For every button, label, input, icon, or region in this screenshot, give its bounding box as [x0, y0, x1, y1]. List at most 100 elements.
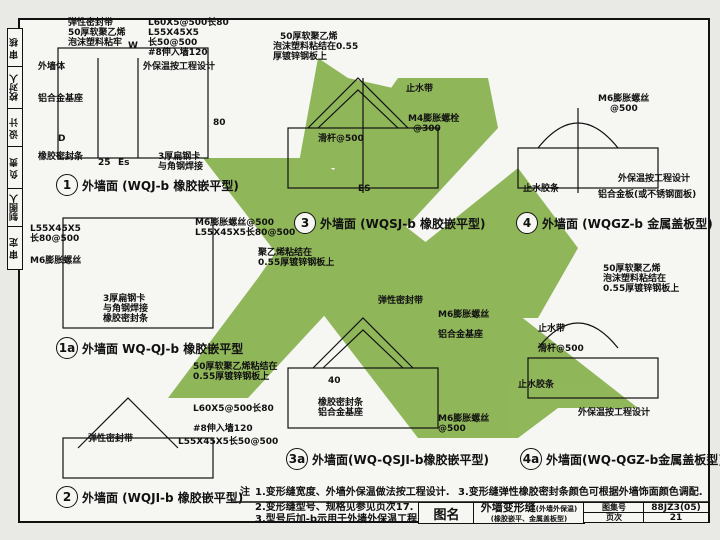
annotation: 弹性密封带 [88, 434, 134, 444]
annotation: 与角钢焊接 [103, 304, 149, 314]
annotation: M6膨胀螺丝@500 [195, 218, 275, 228]
annotation: 长80@500 [30, 234, 80, 244]
annotation: 50厚软聚乙烯 [603, 264, 661, 274]
annotation: 橡胶密封条 [38, 152, 84, 162]
annotation: 止水带 [406, 84, 434, 94]
annotation: 长50@500 [148, 38, 198, 48]
annotation: 0.55厚镀锌钢板上 [603, 284, 680, 294]
annotation: 25 [98, 158, 111, 168]
annotation: 外保温按工程设计 [143, 62, 216, 72]
detail-number: 1a [56, 337, 78, 359]
annotation: L60X5@500长80 [193, 404, 274, 414]
annotation: M6膨胀螺丝 [438, 414, 490, 424]
annotation: 40 [328, 376, 341, 386]
annotation: 泡沫塑料粘结在0.55 [273, 42, 359, 52]
annotation: 外墙体 [38, 62, 66, 72]
annotation: 泡沫塑料粘牢 [68, 38, 123, 48]
annotation: 外保温按工程设计 [578, 408, 651, 418]
annotation: 止水胶条 [523, 184, 560, 194]
detail-caption: 外墙面 (WQSJ-b 橡胶嵌平型) [320, 216, 486, 231]
annotation: 泡沫塑料粘结在 [603, 274, 667, 284]
notes-heading: 注 [240, 487, 250, 498]
drawing-name-line2: (橡胶嵌平、金属盖板型) [490, 514, 568, 523]
side-cell: 审 定 [7, 226, 23, 270]
annotation: M4膨胀螺栓 [408, 114, 460, 124]
annotation: 与角钢焊接 [158, 162, 204, 172]
title-block-name-label: 图名 [418, 502, 475, 524]
detail-3a-title: 3a 外墙面(WQ-QSJI-b橡胶嵌平型) [286, 448, 489, 470]
detail-number: 3 [294, 212, 316, 234]
annotation: 50厚软聚乙烯 [280, 32, 338, 42]
annotation: L55X45X5长50@500 [178, 437, 279, 447]
detail-3-title: 3 外墙面 (WQSJ-b 橡胶嵌平型) [294, 212, 485, 234]
annotation: 铝合金基座 [438, 330, 484, 340]
detail-caption: 外墙面 (WQJI-b 橡胶嵌平型) [82, 490, 244, 505]
side-cell: 校对人 [7, 66, 23, 110]
annotation: W [128, 41, 138, 51]
annotation: 外保温按工程设计 [618, 174, 691, 184]
note-item: 3.型号后加-b示用于外墙外保温工程. [255, 514, 421, 525]
note-item: 2.变形缝型号、规格见参见页次17. [255, 502, 414, 513]
annotation: 铝合金基座 [38, 94, 84, 104]
annotation: 滑杆@500 [318, 134, 364, 144]
annotation: L60X5@500长80 [148, 18, 229, 28]
annotation: #8伸入墙120 [193, 424, 253, 434]
annotation: M6膨胀螺丝 [438, 310, 490, 320]
annotation: M6膨胀螺丝 [598, 94, 650, 104]
annotation: L55X45X5长80@500 [195, 228, 296, 238]
annotation: 铝合金板(或不锈钢面板) [598, 190, 697, 200]
drawing-name-sub: (外墙外保温) [535, 504, 578, 513]
annotation: @500 [610, 104, 638, 114]
annotation: @300 [413, 124, 441, 134]
drawing-name: 外墙变形缝 [480, 500, 536, 514]
annotation: 弹性密封带 [378, 296, 424, 306]
annotation: 弹性密封带 [68, 18, 114, 28]
title-block-name: 外墙变形缝(外墙外保温) (橡胶嵌平、金属盖板型) [473, 502, 585, 524]
detail-1a-title: 1a 外墙面 WQ-QJ-b 橡胶嵌平型 [56, 337, 243, 359]
annotation: @500 [438, 424, 466, 434]
annotation: 3厚扁钢卡 [158, 152, 201, 162]
page-value: 21 [643, 512, 709, 523]
page-label: 页次 [583, 512, 645, 523]
detail-number: 2 [56, 486, 78, 508]
annotation: 80 [213, 118, 226, 128]
annotation: L55X45X5 [148, 28, 199, 38]
note-item: 1.变形缝宽度、外墙外保温做法按工程设计. [255, 487, 450, 498]
side-cell: 负 责 [7, 146, 23, 190]
detail-caption: 外墙面 WQ-QJ-b 橡胶嵌平型 [82, 341, 244, 356]
annotation: Es [118, 158, 130, 168]
annotation: L55X45X5 [30, 224, 81, 234]
annotation: 止水胶条 [518, 380, 555, 390]
annotation: M6膨胀螺丝 [30, 256, 82, 266]
detail-caption: 外墙面 (WQGZ-b 金属盖板型) [542, 216, 713, 231]
annotation: 50厚软聚乙烯 [68, 28, 126, 38]
annotation: #8伸入墙120 [148, 48, 208, 58]
detail-caption: 外墙面(WQ-QSJI-b橡胶嵌平型) [312, 452, 489, 467]
detail-number: 1 [56, 174, 78, 196]
side-cell: 审 核 [7, 28, 23, 68]
annotation: 铝合金基座 [318, 408, 364, 418]
detail-2-title: 2 外墙面 (WQJI-b 橡胶嵌平型) [56, 486, 243, 508]
annotation: 橡胶密封条 [103, 314, 149, 324]
annotation: 50厚软聚乙烯粘结在 [193, 362, 278, 372]
annotation: 厚镀锌钢板上 [273, 52, 328, 62]
detail-number: 4a [520, 448, 542, 470]
detail-caption: 外墙面 (WQJ-b 橡胶嵌平型) [82, 178, 239, 193]
detail-1-title: 1 外墙面 (WQJ-b 橡胶嵌平型) [56, 174, 239, 196]
annotation: 聚乙烯粘结在 [258, 248, 313, 258]
detail-caption: 外墙面(WQ-QGZ-b金属盖板型) [546, 452, 720, 467]
annotation: 止水带 [538, 324, 566, 334]
detail-4-title: 4 外墙面 (WQGZ-b 金属盖板型) [516, 212, 713, 234]
detail-4a-title: 4a 外墙面(WQ-QGZ-b金属盖板型) [520, 448, 720, 470]
annotation: 滑杆@500 [538, 344, 584, 354]
note-item: 3.变形缝弹性橡胶密封条颜色可根据外墙饰面颜色调配. [458, 487, 703, 498]
annotation: 0.55厚镀锌钢板上 [193, 372, 270, 382]
drawing-sheet: 1 外墙面 (WQJ-b 橡胶嵌平型) 1a 外墙面 WQ-QJ-b 橡胶嵌平型 2… [18, 18, 720, 525]
side-cell: 设 计 [7, 108, 23, 148]
annotation: ES [358, 184, 371, 194]
detail-number: 4 [516, 212, 538, 234]
annotation: 3厚扁钢卡 [103, 294, 146, 304]
annotation: D [58, 134, 66, 144]
detail-number: 3a [286, 448, 308, 470]
annotation: 0.55厚镀锌钢板上 [258, 258, 335, 268]
